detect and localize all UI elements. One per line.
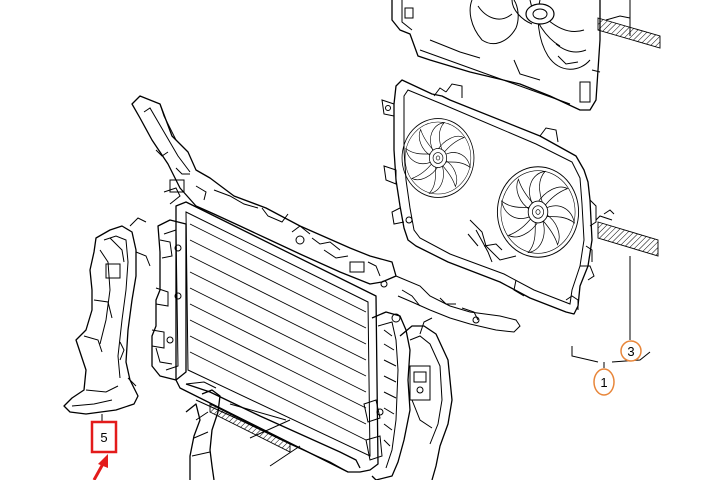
callout-3-circle: [620, 340, 642, 362]
callout-1-label: 1: [600, 375, 607, 390]
callout-1-circle: [593, 368, 615, 396]
fan-shroud-assembly-upper: [391, 0, 661, 111]
air-guide-duct: [63, 217, 151, 415]
callout-5: 5: [90, 420, 118, 454]
red-arrow-icon: [92, 454, 108, 480]
callout-5-box: [90, 420, 118, 454]
leader-lines: [101, 20, 651, 467]
callout-3: 3: [620, 340, 642, 362]
fan-shroud-assembly: [381, 79, 659, 315]
callout-5-label: 5: [100, 430, 107, 445]
callout-3-label: 3: [627, 344, 634, 359]
radiator-front-frame: [131, 95, 521, 480]
callout-1: 1: [593, 368, 615, 396]
lower-air-guide: [185, 381, 291, 480]
